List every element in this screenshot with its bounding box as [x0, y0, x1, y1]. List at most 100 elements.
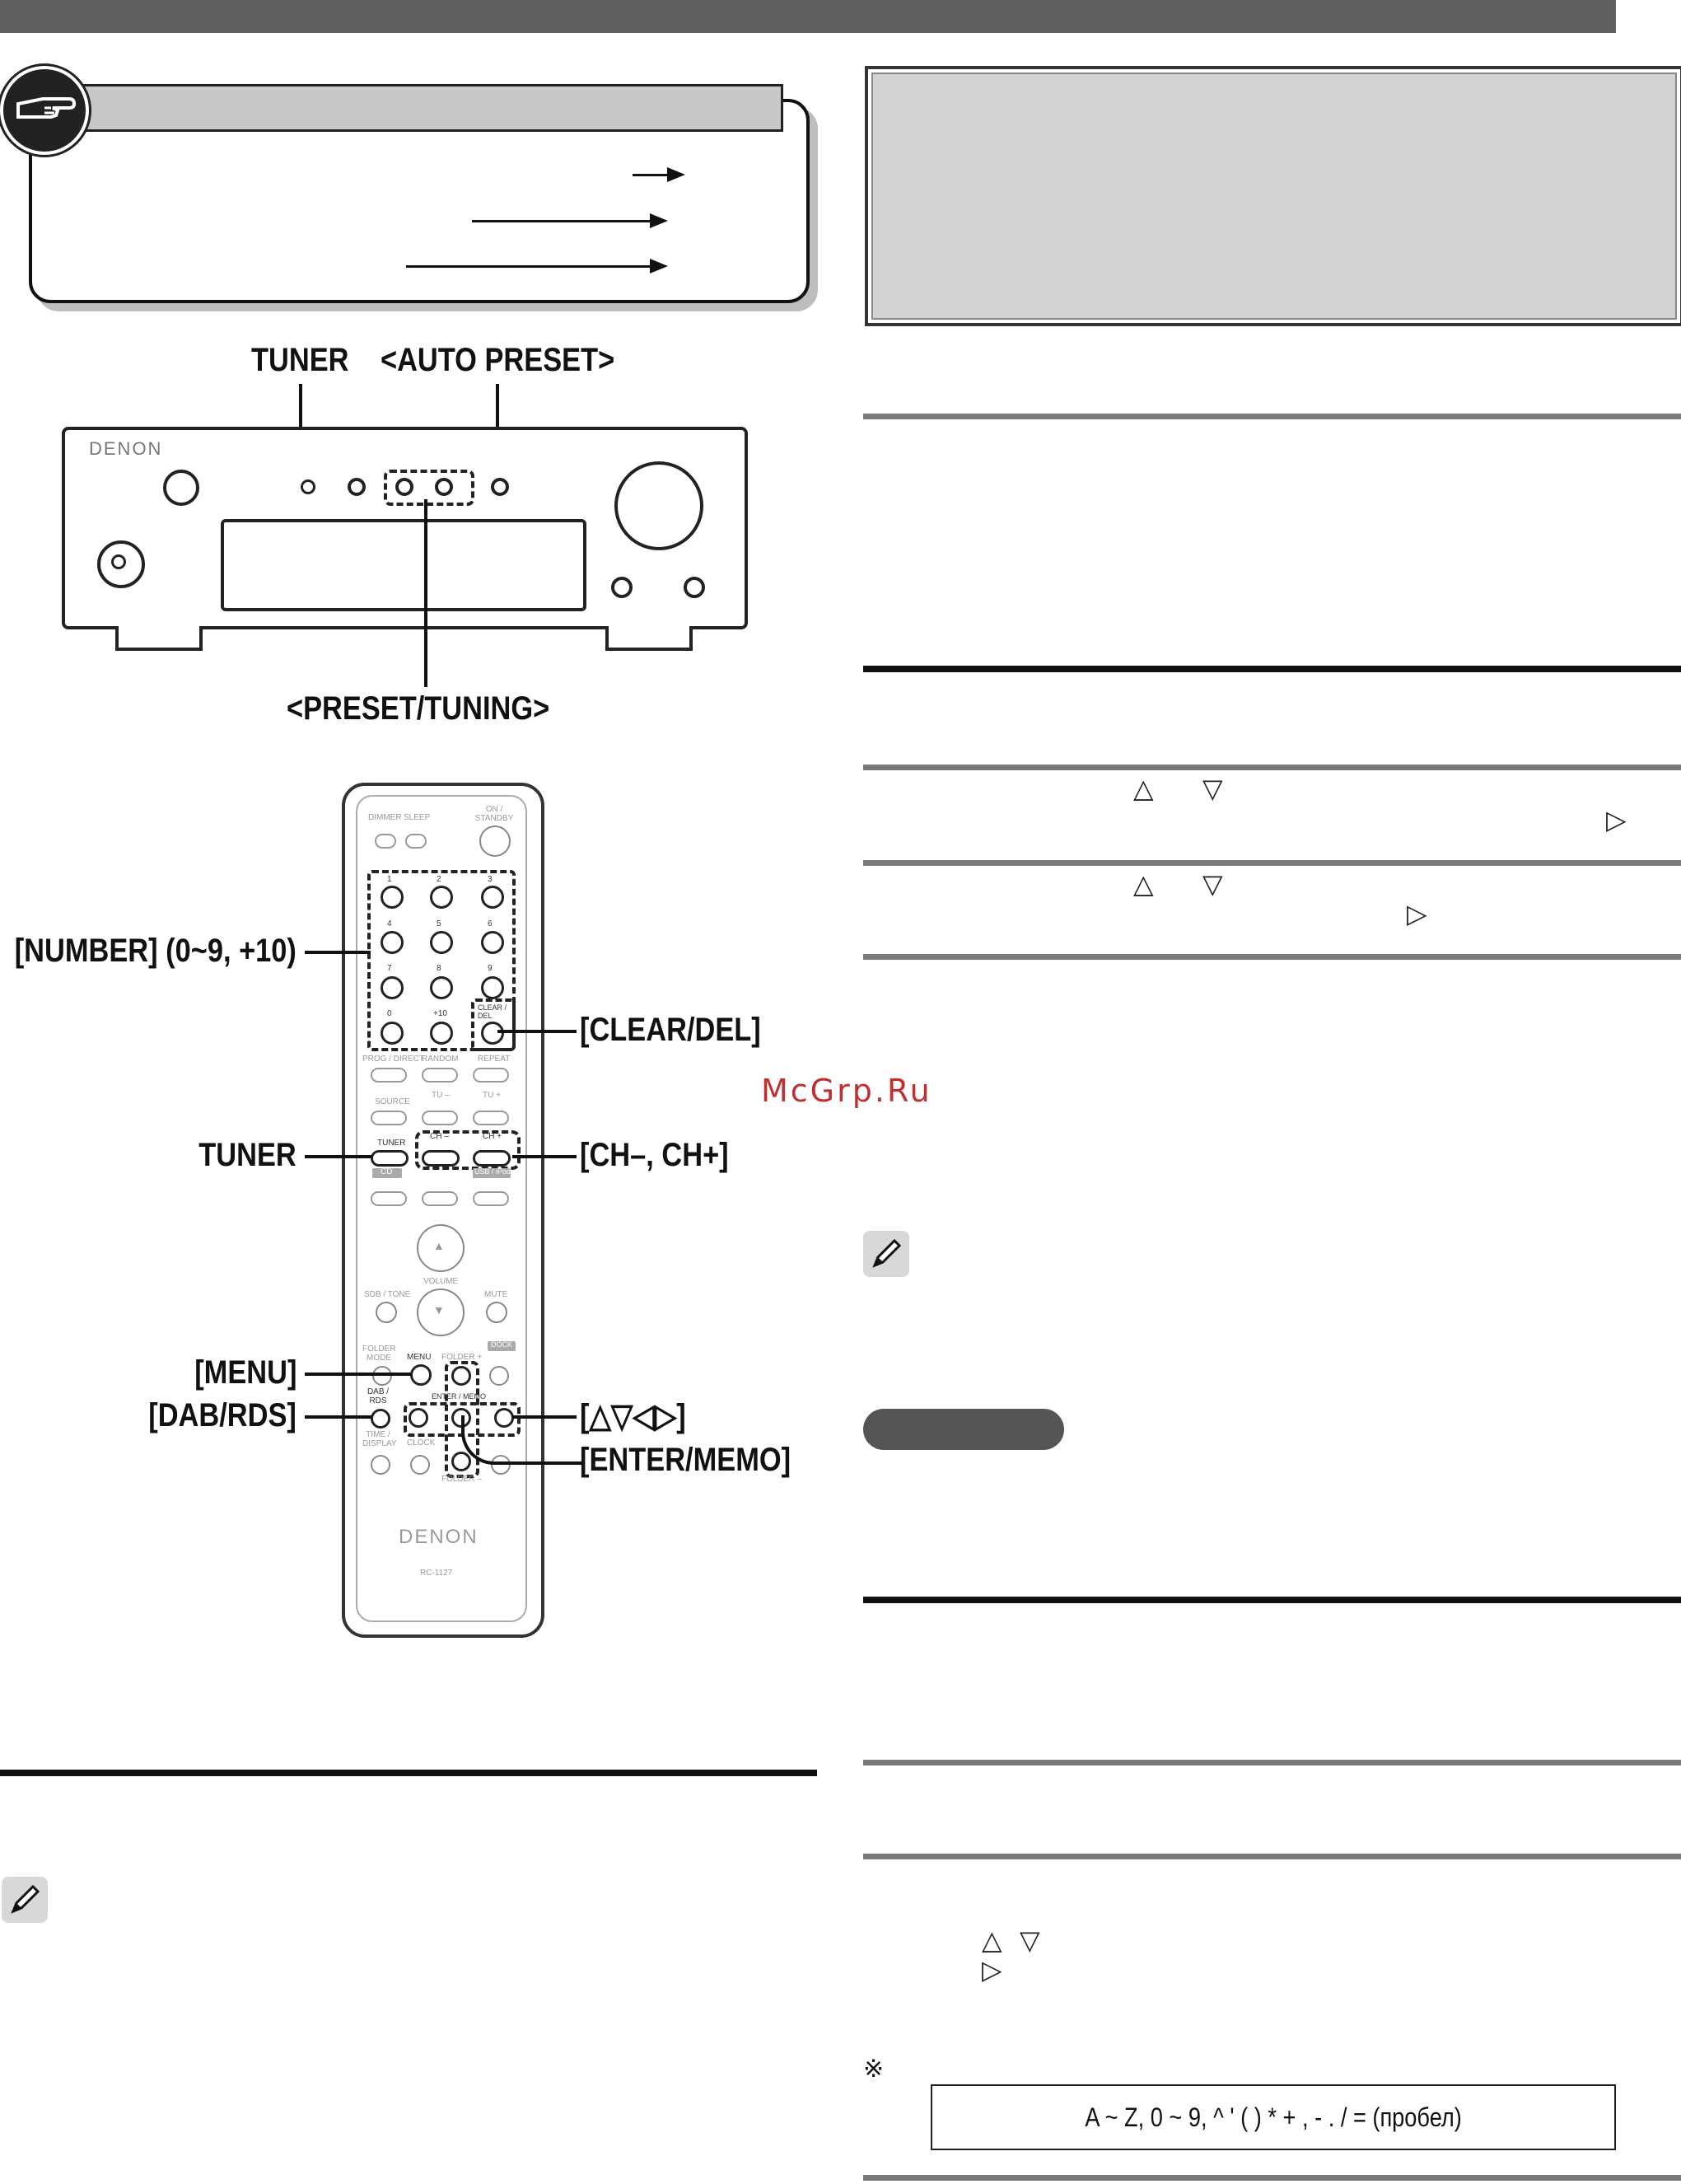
- info-arrow-line-1: [633, 174, 669, 176]
- remote-label-sdb-tone: SDB / TONE: [364, 1290, 411, 1299]
- remote-dimmer-button[interactable]: [375, 834, 396, 849]
- remote-extra-button[interactable]: [491, 1455, 511, 1475]
- number-button-1[interactable]: [381, 886, 404, 909]
- receiver-indicator: [301, 479, 315, 494]
- number-button-0[interactable]: [381, 1022, 404, 1045]
- number-button-5[interactable]: [430, 931, 453, 954]
- auto-preset-button[interactable]: [491, 478, 509, 496]
- callout-arrows: [△▽◁▷]: [580, 1398, 686, 1434]
- volume-knob[interactable]: [614, 461, 703, 550]
- number-button-3[interactable]: [481, 886, 504, 909]
- num-label-6: 6: [488, 919, 493, 928]
- number-button-7[interactable]: [381, 976, 404, 999]
- right-rule-2: [863, 666, 1681, 672]
- power-button[interactable]: [163, 470, 199, 506]
- right-rule-1: [863, 414, 1681, 419]
- remote-time-display-button[interactable]: [371, 1455, 390, 1475]
- remote-clock-button[interactable]: [410, 1455, 430, 1475]
- info-arrow-head-1: [667, 167, 685, 182]
- receiver-small-knob-right[interactable]: [684, 577, 705, 598]
- remote-label-ch-plus: CH +: [483, 1132, 502, 1141]
- remote-label-repeat: REPEAT: [478, 1055, 511, 1064]
- num-label-2: 2: [437, 875, 441, 884]
- remote-play-pause-button[interactable]: [371, 1191, 407, 1206]
- number-pad-group: [367, 870, 516, 1051]
- number-button-4[interactable]: [381, 931, 404, 954]
- remote-prog-direct-button[interactable]: [371, 1068, 407, 1083]
- remote-repeat-button[interactable]: [473, 1068, 509, 1083]
- number-button-8[interactable]: [430, 976, 453, 999]
- number-button-6[interactable]: [481, 931, 504, 954]
- number-button-9[interactable]: [481, 976, 504, 999]
- tuner-source-button[interactable]: [348, 478, 366, 496]
- remote-label-volume: VOLUME: [423, 1277, 459, 1286]
- remote-dock-tag: [488, 1341, 516, 1351]
- callout-tuner-remote: TUNER: [198, 1137, 297, 1173]
- remote-tu-minus-button[interactable]: [422, 1111, 458, 1125]
- preset-tuning-right-button[interactable]: [435, 478, 453, 496]
- right-triangle-icon: ▷: [1606, 805, 1627, 835]
- right-triangle-icon-3: ▷: [982, 1955, 1002, 1985]
- remote-usb-tag: [473, 1168, 511, 1178]
- remote-tuner-button[interactable]: [371, 1150, 409, 1167]
- top-bar: [0, 0, 1616, 33]
- note-pencil-icon-left: [2, 1877, 48, 1923]
- num-label-clear-del: CLEAR / DEL: [478, 1003, 507, 1020]
- number-button-plus10[interactable]: [430, 1022, 453, 1045]
- remote-label-sleep: SLEEP: [404, 813, 431, 822]
- leader-tuner: [299, 384, 302, 455]
- remote-dock-button[interactable]: [489, 1366, 509, 1386]
- info-arrow-head-3: [650, 259, 668, 274]
- remote-volume-up-button[interactable]: [417, 1224, 465, 1272]
- cursor-up-button[interactable]: [451, 1366, 471, 1386]
- right-rule-6: [863, 1597, 1681, 1603]
- remote-label-dock: DOCK: [491, 1340, 513, 1349]
- remote-volume-down-button[interactable]: [417, 1288, 465, 1336]
- display-window: [221, 519, 586, 611]
- preset-tuning-group: [384, 470, 474, 506]
- num-label-8: 8: [437, 964, 441, 973]
- clear-del-group: [471, 998, 516, 1051]
- watermark: McGrp.Ru: [761, 1073, 932, 1109]
- callout-preset-tuning: <PRESET/TUNING>: [287, 690, 550, 727]
- remote-ch-plus-button[interactable]: [473, 1150, 511, 1167]
- num-label-7: 7: [387, 964, 392, 973]
- remote-tu-plus-button[interactable]: [473, 1111, 509, 1125]
- num-label-1: 1: [387, 875, 392, 884]
- leader-arrows: [512, 1415, 577, 1419]
- up-triangle-icon: △: [1133, 774, 1154, 803]
- info-arrow-line-3: [406, 265, 653, 268]
- remote-sdb-tone-button[interactable]: [376, 1302, 397, 1323]
- clear-del-button[interactable]: [481, 1022, 504, 1045]
- remote-label-on-standby: ON / STANDBY: [474, 805, 514, 823]
- preset-tuning-left-button[interactable]: [395, 478, 413, 496]
- leader-tuner-remote: [305, 1155, 372, 1158]
- remote-mute-button[interactable]: [486, 1302, 507, 1323]
- remote-ch-minus-button[interactable]: [422, 1150, 460, 1167]
- remote-label-mute: MUTE: [484, 1290, 508, 1299]
- leader-menu: [305, 1373, 412, 1376]
- left-section-rule: [0, 1770, 817, 1776]
- remote-power-button[interactable]: [479, 825, 511, 857]
- remote-folder-mode-button[interactable]: [372, 1366, 392, 1386]
- right-rule-8: [863, 1854, 1681, 1859]
- remote-source-button[interactable]: [371, 1111, 407, 1125]
- note-pencil-icon-right: [863, 1231, 909, 1277]
- right-triangle-icon-2: ▷: [1407, 899, 1427, 928]
- number-button-2[interactable]: [430, 886, 453, 909]
- ch-group: [415, 1130, 521, 1170]
- remote-sleep-button[interactable]: [405, 834, 427, 849]
- down-triangle-icon-3: ▽: [1020, 1925, 1040, 1955]
- remote-menu-button[interactable]: [410, 1364, 432, 1386]
- remote-random-button[interactable]: [422, 1068, 458, 1083]
- remote-usb-play-button[interactable]: [473, 1191, 509, 1206]
- cursor-left-button[interactable]: [409, 1408, 428, 1428]
- receiver-small-knob-left[interactable]: [611, 577, 633, 598]
- cursor-down-button[interactable]: [451, 1452, 471, 1471]
- remote-label-tuner: TUNER: [377, 1139, 406, 1148]
- right-rule-4: [863, 860, 1681, 866]
- remote-stop-button[interactable]: [422, 1191, 458, 1206]
- remote-label-folder-minus: FOLDER –: [441, 1475, 482, 1484]
- remote-volume-up-icon: ▲: [433, 1239, 445, 1252]
- remote-dab-rds-button[interactable]: [371, 1409, 390, 1429]
